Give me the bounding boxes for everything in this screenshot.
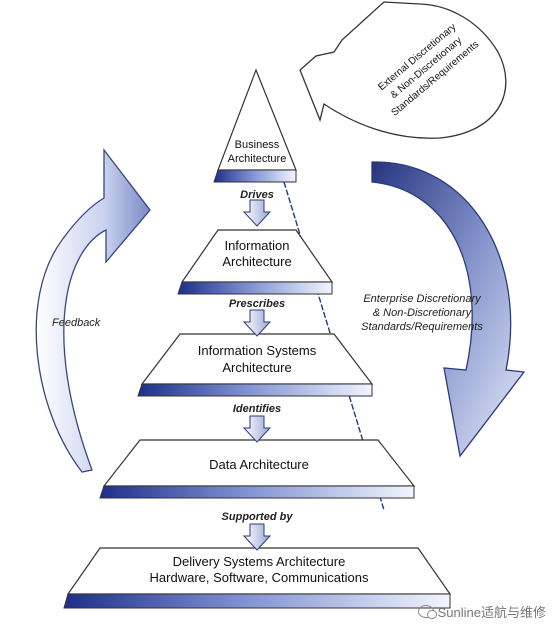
feedback-label: Feedback: [52, 317, 101, 329]
down-arrow-1: [242, 199, 272, 227]
layer-delivery: Delivery Systems Architecture Hardware, …: [63, 547, 452, 609]
connector-supported-by: Supported by: [222, 511, 294, 523]
watermark: Sunline适航与维修: [417, 602, 546, 621]
layer-delivery-line1: Delivery Systems Architecture: [173, 554, 346, 569]
connector-prescribes: Prescribes: [229, 298, 285, 310]
layer-information-line2: Architecture: [222, 254, 291, 269]
down-arrow-2: [242, 309, 272, 337]
enterprise-standards-note: Enterprise Discretionary & Non-Discretio…: [361, 293, 483, 333]
enterprise-standards-arrow: [371, 161, 526, 458]
layer-business-line2: Architecture: [228, 153, 287, 165]
layer-delivery-line2: Hardware, Software, Communications: [150, 570, 369, 585]
layer-information-systems: Information Systems Architecture: [137, 333, 374, 397]
down-arrow-3: [242, 415, 272, 443]
watermark-text: Sunline适航与维修: [437, 605, 546, 620]
layer-business-line1: Business: [235, 139, 280, 151]
down-arrow-4: [242, 523, 272, 551]
layer-information: Information Architecture: [177, 229, 334, 295]
layer-information-systems-line2: Architecture: [222, 360, 291, 375]
feedback-arrow: [35, 148, 151, 473]
connector-identifies: Identifies: [233, 403, 281, 415]
connector-drives: Drives: [240, 189, 274, 201]
external-standards-bubble: [299, 1, 507, 139]
layer-information-systems-line1: Information Systems: [198, 343, 317, 358]
layer-business: Business Architecture: [213, 68, 297, 183]
wechat-icon: [417, 605, 437, 619]
enterprise-note-line3: Standards/Requirements: [361, 321, 483, 333]
enterprise-note-line1: Enterprise Discretionary: [363, 293, 482, 305]
layer-data-label: Data Architecture: [209, 457, 309, 472]
enterprise-note-line2: & Non-Discretionary: [373, 307, 473, 319]
layer-data: Data Architecture: [99, 439, 416, 499]
layer-information-line1: Information: [224, 238, 289, 253]
